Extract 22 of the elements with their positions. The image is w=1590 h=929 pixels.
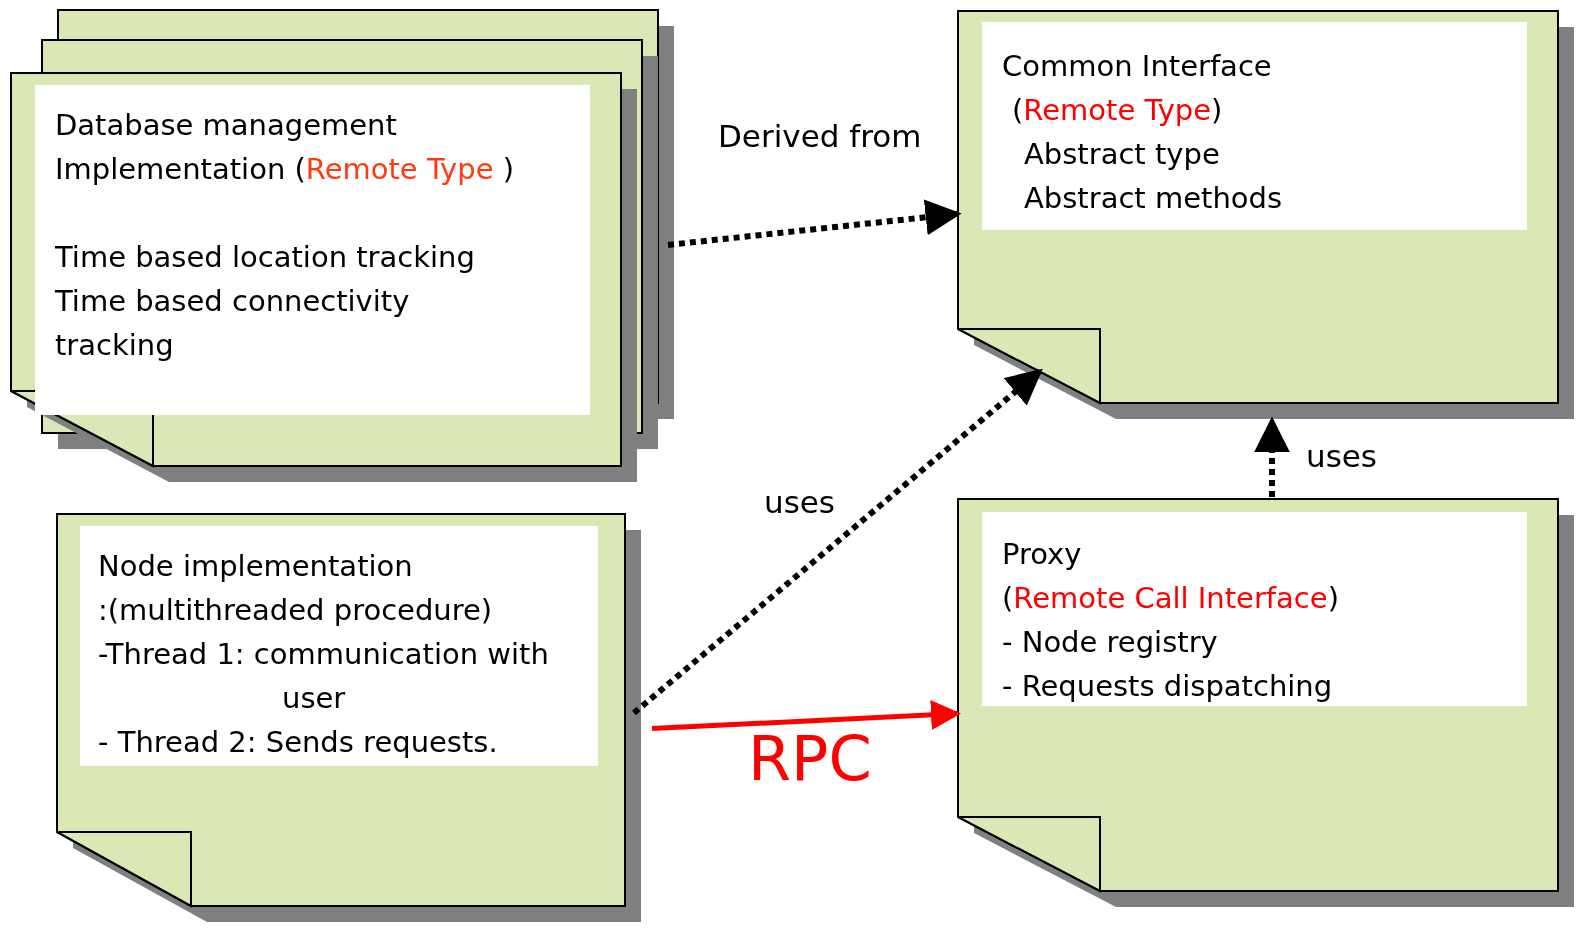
note-text: (Remote Type) (1011, 92, 1224, 129)
note-text: Node implementation (98, 548, 414, 585)
note-text: - Requests dispatching (1002, 668, 1334, 705)
edge-label: uses (1306, 438, 1378, 476)
arrow (1254, 416, 1290, 497)
note-text: -Thread 1: communication with user (98, 636, 550, 717)
arrow (651, 699, 961, 732)
note-text: Abstract methods (1023, 180, 1284, 217)
note-text: Database management Implementation (Remote Type ) (55, 107, 516, 188)
note-text: Common Interface (1002, 48, 1273, 85)
note-text: (Remote Call Interface) (1002, 580, 1340, 617)
edge-label: Derived from (718, 118, 922, 156)
note-text: Abstract type (1023, 136, 1221, 173)
note-text: Time based location tracking Time based connectivity tracking (55, 239, 476, 364)
note-text: :(multithreaded procedure) (98, 592, 494, 629)
arrow (667, 199, 962, 248)
note-text: - Node registry (1002, 624, 1219, 661)
note-text: - Thread 2: Sends requests. (98, 724, 499, 761)
edge-label: uses (764, 484, 836, 522)
arrow (632, 368, 1043, 716)
note-text: Proxy (1002, 536, 1083, 573)
edge-label: RPC (748, 722, 872, 797)
